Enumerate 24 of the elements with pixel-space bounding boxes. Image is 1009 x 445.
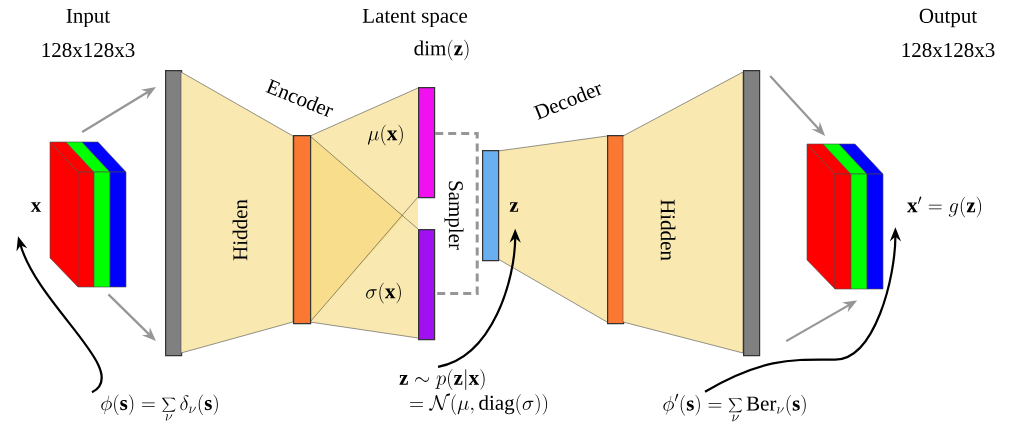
label: $\dim(\mathbf{z})$	[414, 39, 469, 61]
edge-label: Sampler	[443, 179, 465, 251]
label: Latent space	[362, 8, 468, 28]
node-label: Output	[919, 8, 978, 28]
formula: $\phi(\mathbf{s}) = \sum_{\nu} \delta_{\nu}(\mathbf{s})$	[101, 394, 218, 421]
formula: $\phi'(\mathbf{s}) = \sum_{\nu} \mathrm{Ber}_{\nu}(\mathbf{s})$	[663, 393, 806, 422]
image-cube-drawing: Output 128x128x3 $\mathbf{x}' = g(\mathbf{z})$	[806, 8, 995, 290]
formula: $\mathbf{z} \sim p(\mathbf{z}|\mathbf{x})$ $= \mathcal{N}(\mu, \mathrm{diag}(\sigma))$	[399, 369, 548, 415]
node-label: Input	[66, 8, 111, 28]
layer-bar	[293, 135, 312, 325]
layer-bar	[418, 87, 436, 199]
layer-bar	[418, 229, 436, 341]
layer-bar	[607, 135, 625, 325]
math-label: $\mathbf{x}$	[30, 202, 42, 212]
math-label: $\mathbf{z}$	[509, 202, 519, 212]
math-label: $\sigma(\mathbf{x})$	[366, 282, 401, 304]
node-label: 128x128x3	[42, 42, 135, 58]
math-label: $\mu(\mathbf{x})$	[367, 124, 403, 146]
layer-bar	[482, 150, 500, 262]
image-cube-drawing: Input 128x128x3	[42, 8, 135, 288]
layer-bar	[165, 70, 183, 357]
node-label: 128x128x3	[902, 42, 995, 58]
node-label: $\mathbf{x}' = g(\mathbf{z})$	[907, 196, 982, 218]
layer-bar	[743, 70, 761, 357]
